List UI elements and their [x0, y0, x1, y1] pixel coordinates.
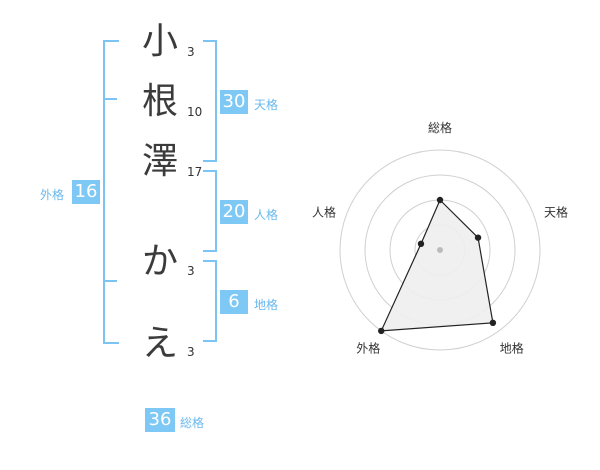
radar-axis-label: 天格 — [544, 204, 568, 219]
gaikaku-bracket — [103, 40, 119, 344]
radar-point — [474, 234, 482, 241]
soukaku-badge: 36 — [145, 408, 175, 432]
radar-point — [378, 327, 385, 335]
radar-point — [489, 319, 497, 327]
radar-axis-label: 外格 — [356, 341, 380, 356]
radar-point — [436, 196, 444, 204]
radar-axis-label: 人格 — [312, 204, 336, 219]
name-char-2: 根 — [141, 81, 178, 122]
name-char-5: え — [141, 323, 178, 364]
tenkaku-badge: 30 — [220, 90, 248, 114]
radar-axis-label: 地格 — [500, 341, 524, 356]
name-char-3: 澤 — [141, 141, 178, 182]
radar-center-dot — [437, 247, 443, 253]
stroke-count-5: 3 — [187, 345, 195, 359]
name-char-1: 小 — [141, 21, 178, 62]
stroke-count-1: 3 — [187, 45, 195, 59]
stroke-count-4: 3 — [187, 264, 195, 278]
name-char-4: か — [141, 241, 178, 282]
radar-polygon — [380, 198, 494, 332]
chikaku-label: 地格 — [254, 298, 279, 312]
gaikaku-badge: 16 — [72, 180, 100, 204]
stroke-count-3: 17 — [187, 165, 203, 179]
gaikaku-bracket-tick-bottom — [103, 280, 117, 282]
jinkaku-bracket — [203, 170, 217, 252]
tenkaku-label: 天格 — [254, 98, 279, 112]
chikaku-badge: 6 — [220, 290, 248, 314]
jinkaku-label: 人格 — [254, 208, 279, 222]
gaikaku-label: 外格 — [40, 188, 65, 202]
stroke-count-2: 10 — [187, 105, 203, 119]
radar-point — [417, 240, 425, 248]
tenkaku-bracket — [203, 40, 217, 162]
gaikaku-bracket-tick-top — [103, 98, 117, 100]
soukaku-label: 総格 — [180, 416, 205, 430]
chikaku-bracket — [203, 260, 217, 342]
jinkaku-badge: 20 — [220, 200, 248, 224]
radar-axis-label: 総格 — [428, 120, 452, 135]
